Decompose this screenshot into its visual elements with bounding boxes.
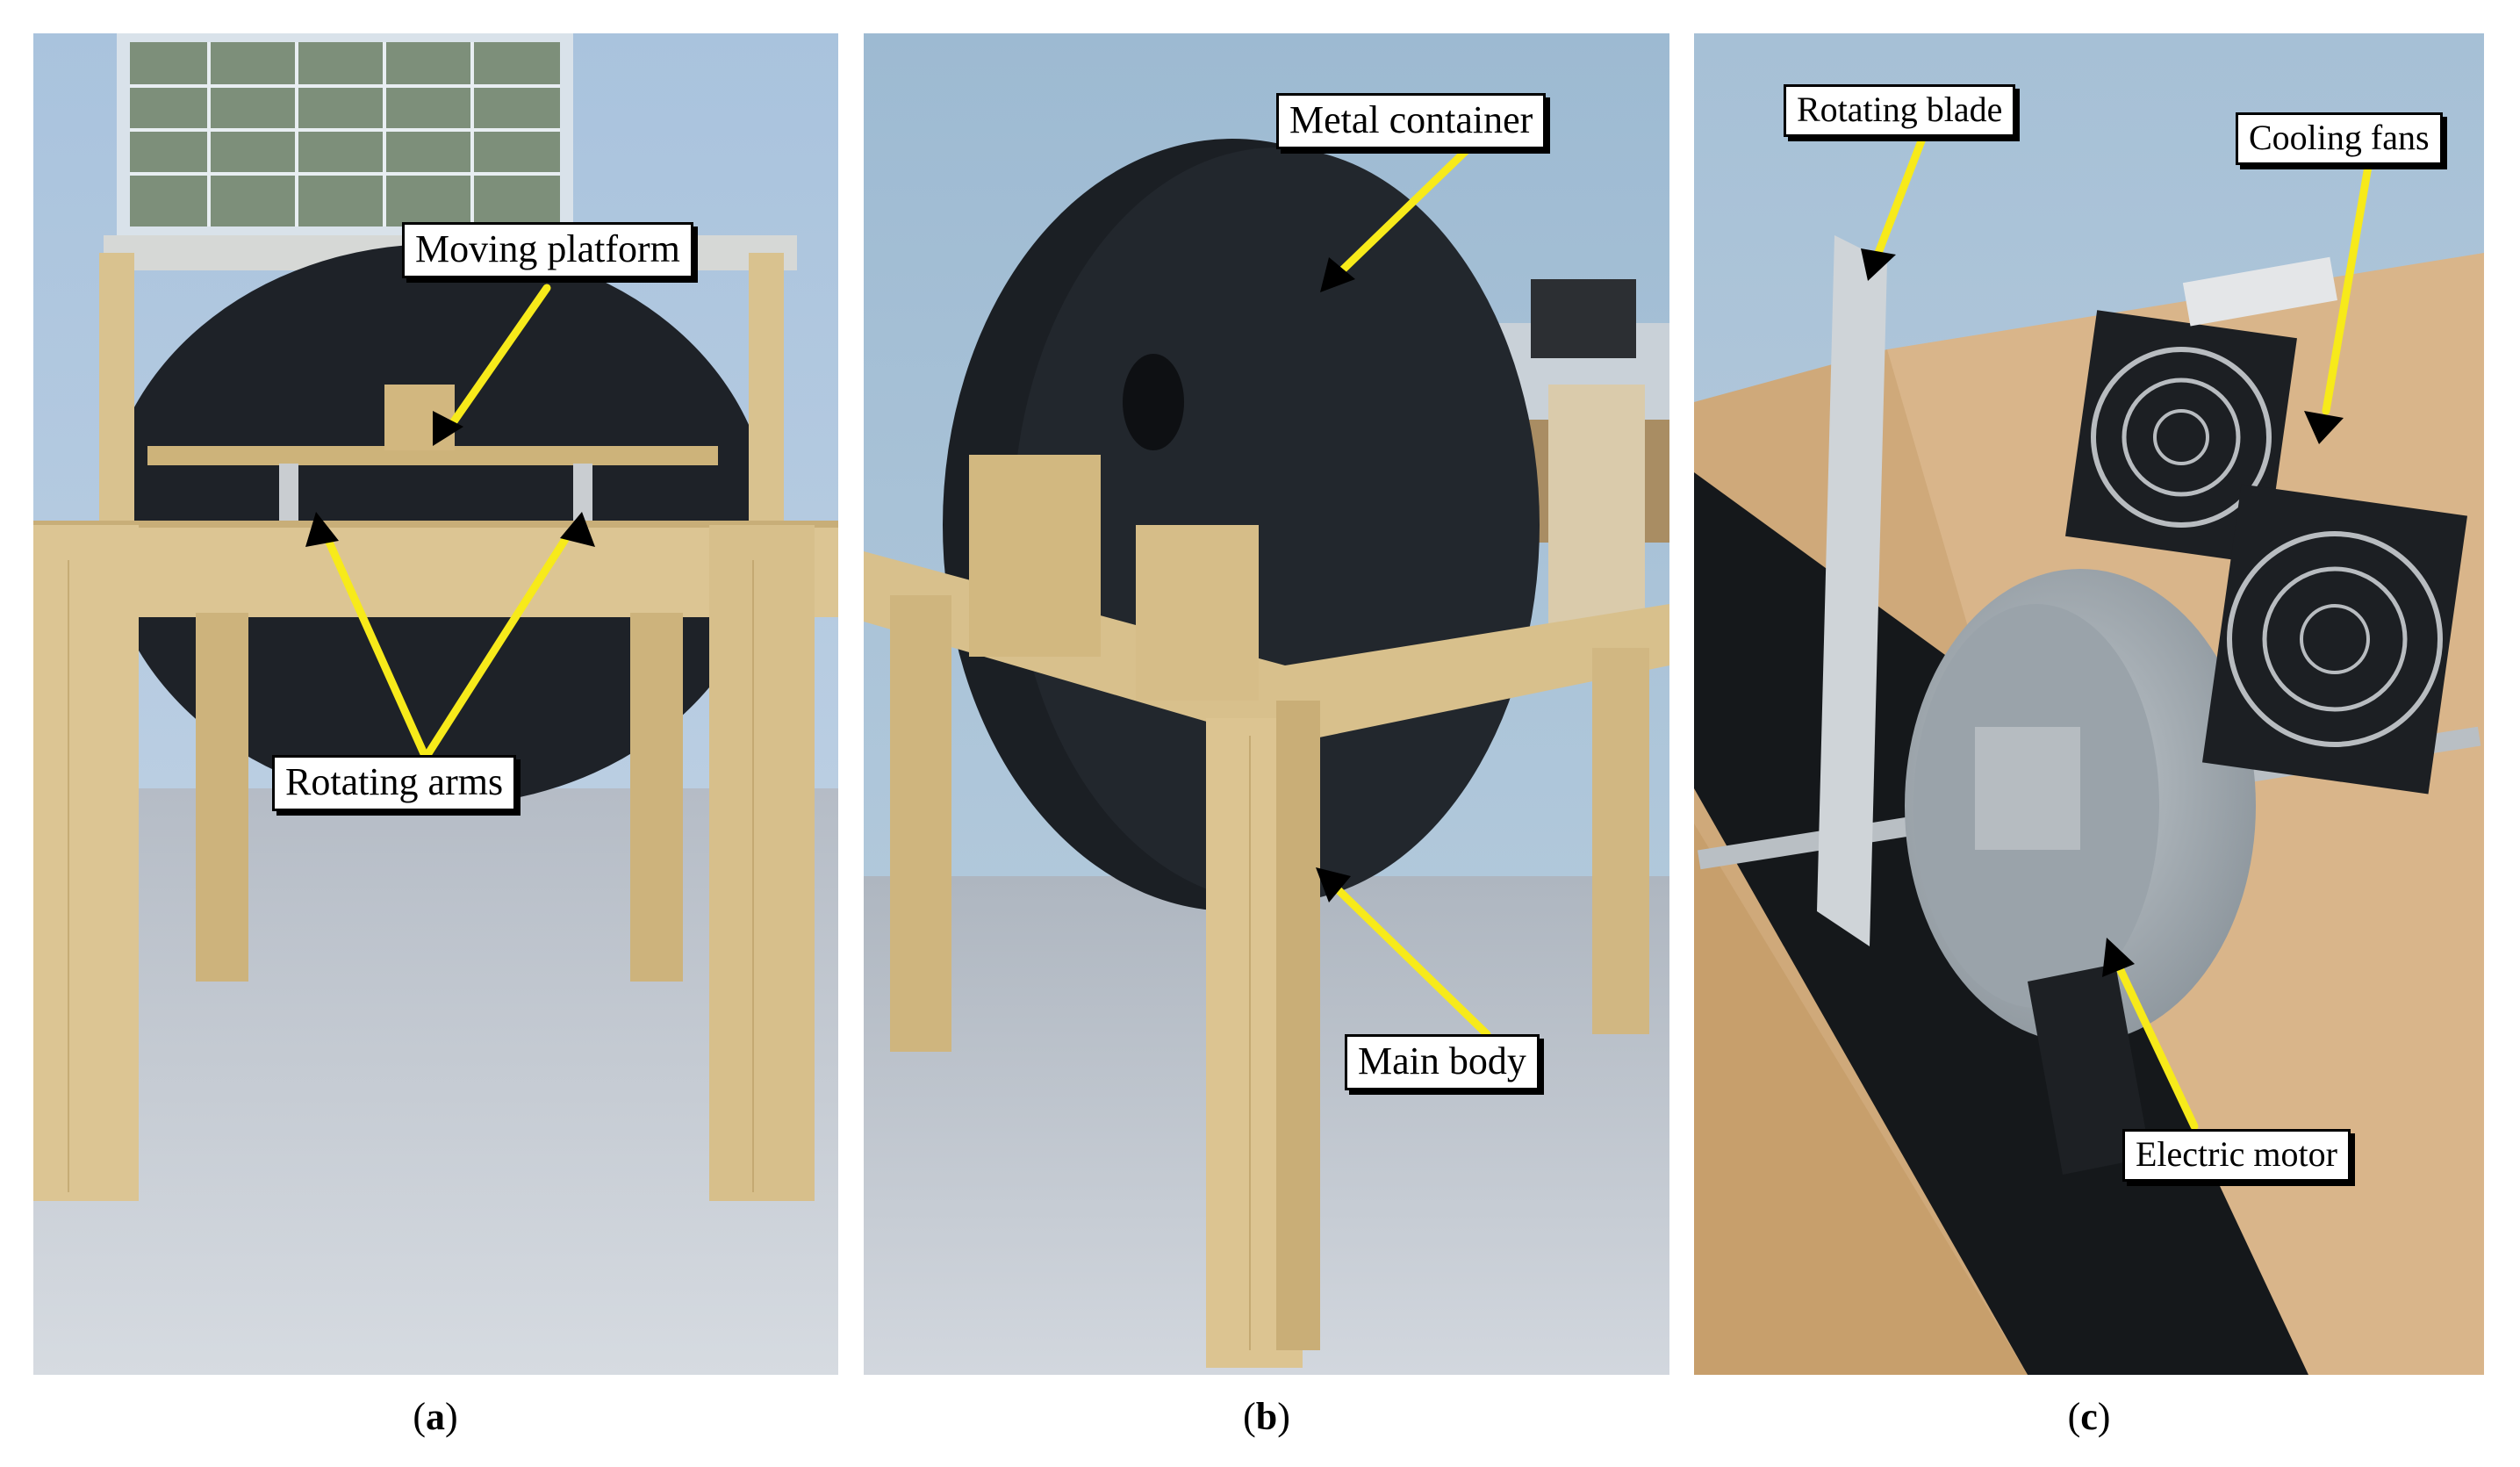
label-cooling-fans: Cooling fans [2236, 112, 2443, 165]
caption-a-close: ) [445, 1395, 458, 1438]
label-rotating-blade: Rotating blade [1784, 84, 2016, 137]
caption-b-letter: b [1255, 1395, 1278, 1438]
caption-c-letter: c [2080, 1395, 2098, 1438]
photo-panel-b: Metal container Main body [864, 33, 1669, 1375]
motor-assembly-photo [1694, 33, 2484, 1375]
label-moving-platform: Moving platform [402, 222, 693, 279]
caption-c-close: ) [2097, 1395, 2111, 1438]
caption-b: (b) [1243, 1394, 1290, 1439]
photo-panel-a: Moving platform Rotating arms [33, 33, 838, 1375]
label-main-body: Main body [1345, 1034, 1540, 1091]
caption-a-open: ( [413, 1395, 426, 1438]
label-rotating-arms: Rotating arms [272, 755, 517, 812]
test-rig-side-photo [864, 33, 1669, 1375]
photo-panel-c: Rotating blade Cooling fans Electric mot… [1694, 33, 2484, 1375]
caption-a-letter: a [426, 1395, 445, 1438]
caption-c: (c) [2068, 1394, 2111, 1439]
caption-b-close: ) [1277, 1395, 1290, 1438]
label-metal-container: Metal container [1276, 93, 1547, 150]
label-electric-motor: Electric motor [2122, 1129, 2351, 1182]
caption-a: (a) [413, 1394, 457, 1439]
caption-c-open: ( [2067, 1395, 2081, 1438]
caption-b-open: ( [1243, 1395, 1256, 1438]
